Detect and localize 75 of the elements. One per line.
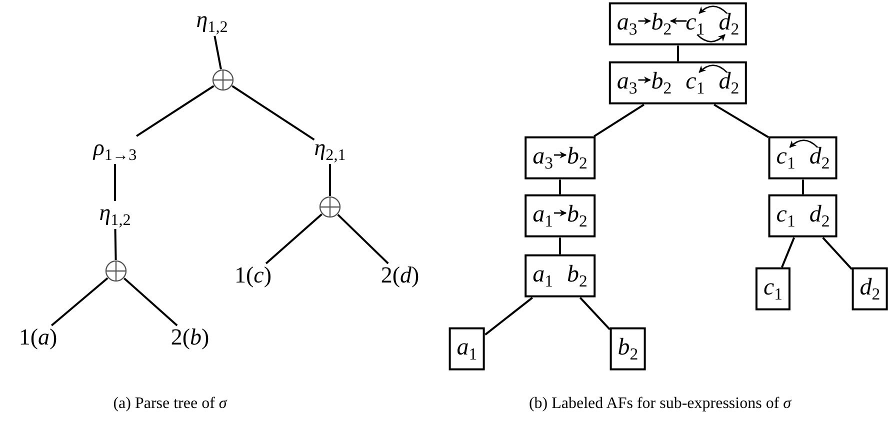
argument-label: c$_{1}$ (686, 9, 705, 39)
argument-label: b$_{2}$ (567, 261, 588, 291)
tree-edge (114, 164, 116, 202)
af-box (524, 136, 596, 180)
tree-edge (594, 104, 644, 138)
tree-edge (337, 214, 389, 264)
attack-arrow (698, 6, 728, 14)
tree-edge (136, 85, 214, 137)
oplus-node (212, 69, 234, 91)
af-box (608, 2, 748, 46)
tree-label: η$_{1,2}$ (196, 8, 228, 36)
argument-label: d$_{2}$ (860, 274, 880, 304)
af-box (852, 267, 888, 311)
argument-label: d$_{2}$ (809, 201, 830, 231)
tree-edge (802, 180, 804, 194)
af-box (524, 254, 596, 298)
argument-label: b$_{2}$ (567, 201, 588, 231)
argument-label: b$_{2}$ (618, 334, 638, 364)
af-box (755, 267, 791, 311)
tree-edge (329, 164, 331, 196)
tree-edge (484, 296, 533, 336)
attack-arrow (670, 18, 687, 24)
tree-edge (579, 297, 611, 330)
argument-label: b$_{2}$ (567, 143, 588, 173)
tree-label: 1(c) (234, 264, 272, 286)
tree-edge (559, 180, 561, 194)
tree-edge (114, 228, 117, 260)
attack-arrow (698, 64, 728, 73)
tree-label: 2(d) (380, 264, 420, 286)
argument-label: c$_{1}$ (763, 274, 783, 304)
argument-label: d$_{2}$ (718, 9, 740, 39)
caption: (a) Parse tree of σ (113, 395, 227, 413)
af-box (608, 61, 748, 105)
tree-edge (677, 46, 679, 62)
argument-label: c$_{1}$ (686, 68, 705, 98)
attack-arrow (789, 140, 818, 148)
argument-label: a$_{1}$ (532, 261, 553, 291)
tree-edge (232, 85, 315, 141)
af-box (768, 136, 838, 180)
tree-edge (714, 104, 769, 138)
tree-label: η$_{1,2}$ (99, 201, 131, 229)
tree-edge (265, 214, 322, 264)
af-box (524, 194, 596, 238)
argument-label: b$_{2}$ (651, 9, 672, 39)
tree-edge (822, 237, 853, 270)
af-box (448, 327, 486, 371)
tree-edge (124, 278, 178, 326)
argument-label: a$_{3}$ (616, 68, 638, 98)
attack-arrow (696, 34, 726, 42)
tree-edge (780, 237, 796, 268)
tree-label: ρ$_{1→3}$ (93, 136, 137, 164)
af-box (768, 194, 838, 238)
tree-edge (559, 238, 561, 254)
argument-label: d$_{2}$ (809, 143, 830, 173)
tree-label: 2(b) (170, 326, 210, 348)
tree-edge (214, 36, 222, 70)
argument-label: c$_{1}$ (776, 201, 796, 231)
argument-label: c$_{1}$ (776, 143, 796, 173)
argument-label: a$_{3}$ (616, 9, 638, 39)
tree-label: η$_{2,1}$ (314, 136, 346, 164)
argument-label: a$_{1}$ (532, 201, 553, 231)
argument-label: a$_{3}$ (532, 143, 553, 173)
argument-label: a$_{1}$ (456, 334, 478, 364)
argument-label: b$_{2}$ (651, 68, 672, 98)
oplus-node (105, 260, 127, 282)
oplus-node (319, 196, 341, 218)
argument-label: d$_{2}$ (718, 68, 740, 98)
caption: (b) Labeled AFs for sub-expressions of σ (528, 395, 792, 413)
attack-arrow (638, 76, 651, 84)
af-box (610, 327, 646, 371)
attack-arrow (638, 18, 651, 24)
attack-arrow (554, 152, 567, 158)
attack-arrow (554, 210, 567, 216)
tree-edge (50, 277, 108, 326)
tree-label: 1(a) (18, 326, 58, 348)
